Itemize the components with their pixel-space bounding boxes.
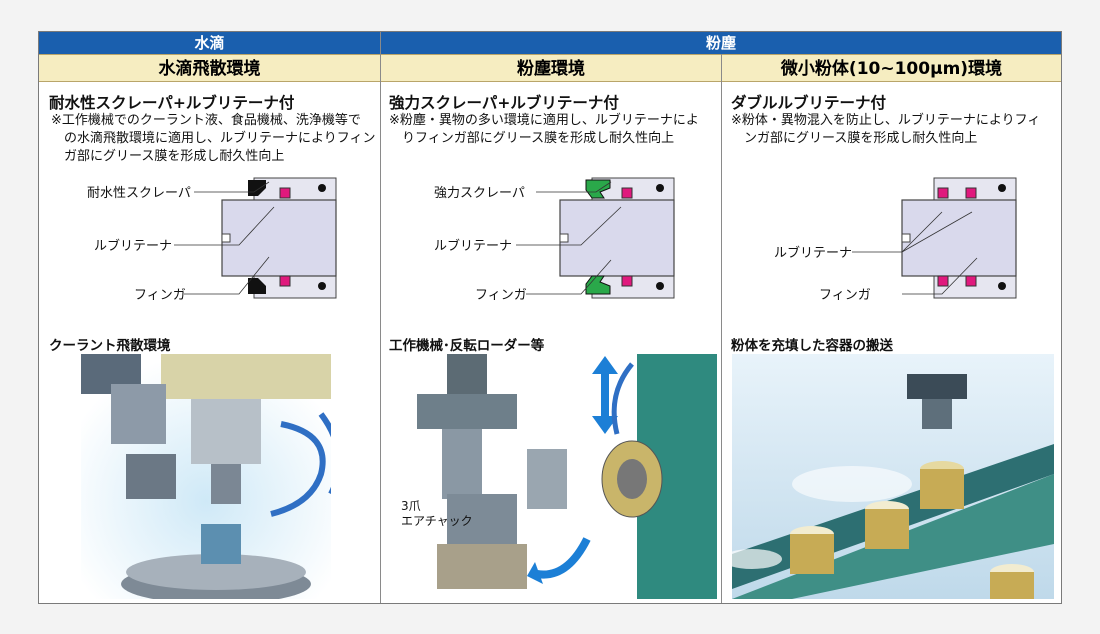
section-label: 工作機械･反転ローダー等 <box>389 338 545 354</box>
column-divider <box>721 54 722 603</box>
env-header-powder: 微小粉体(10~100μm)環境 <box>722 54 1061 82</box>
photo-label: 3爪 エアチャック <box>401 499 473 528</box>
column-title: ダブルルブリテーナ付 <box>731 94 887 112</box>
group-header-water: 水滴 <box>39 32 380 54</box>
seal-diagram-powder <box>901 177 1017 299</box>
photo-coolant-machine <box>81 354 331 599</box>
column-title: 強力スクレーパ+ルブリテーナ付 <box>389 94 619 112</box>
label-scraper: 耐水性スクレーパ <box>87 186 191 201</box>
column-description: ※粉塵・異物の多い環境に適用し、ルブリテーナによ りフィンガ部にグリース膜を形成… <box>389 113 699 146</box>
leader-lines <box>174 181 275 295</box>
seal-diagram-dust <box>559 177 675 299</box>
column-title: 耐水性スクレーパ+ルブリテーナ付 <box>49 94 295 112</box>
leader-lines <box>516 181 622 295</box>
column-divider <box>380 32 381 603</box>
group-header-dust: 粉塵 <box>381 32 1061 54</box>
photo-powder-conveyor <box>732 354 1054 599</box>
section-label: クーラント飛散環境 <box>49 338 171 354</box>
env-header-water: 水滴飛散環境 <box>39 54 380 82</box>
comparison-table: 水滴 粉塵 水滴飛散環境 粉塵環境 微小粉体(10~100μm)環境 耐水性スク… <box>38 31 1062 604</box>
column-description: ※工作機械でのクーラント液、食品機械、洗浄機等で の水滴飛散環境に適用し、ルブリ… <box>51 113 376 164</box>
leader-lines <box>852 211 978 295</box>
seal-diagram-water <box>221 177 337 299</box>
section-label: 粉体を充填した容器の搬送 <box>731 338 893 354</box>
label-lubritainer: ルブリテーナ <box>434 239 513 254</box>
label-finger: フィンガ <box>819 288 871 303</box>
label-lubritainer: ルブリテーナ <box>94 239 173 254</box>
column-description: ※粉体・異物混入を防止し、ルブリテーナによりフィ ンガ部にグリース膜を形成し耐久… <box>731 113 1041 146</box>
env-header-dust: 粉塵環境 <box>381 54 721 82</box>
label-scraper: 強力スクレーパ <box>434 186 525 201</box>
label-finger: フィンガ <box>475 288 527 303</box>
label-lubritainer: ルブリテーナ <box>774 246 853 261</box>
label-finger: フィンガ <box>134 288 186 303</box>
photo-loader: 3爪 エアチャック <box>387 354 717 599</box>
